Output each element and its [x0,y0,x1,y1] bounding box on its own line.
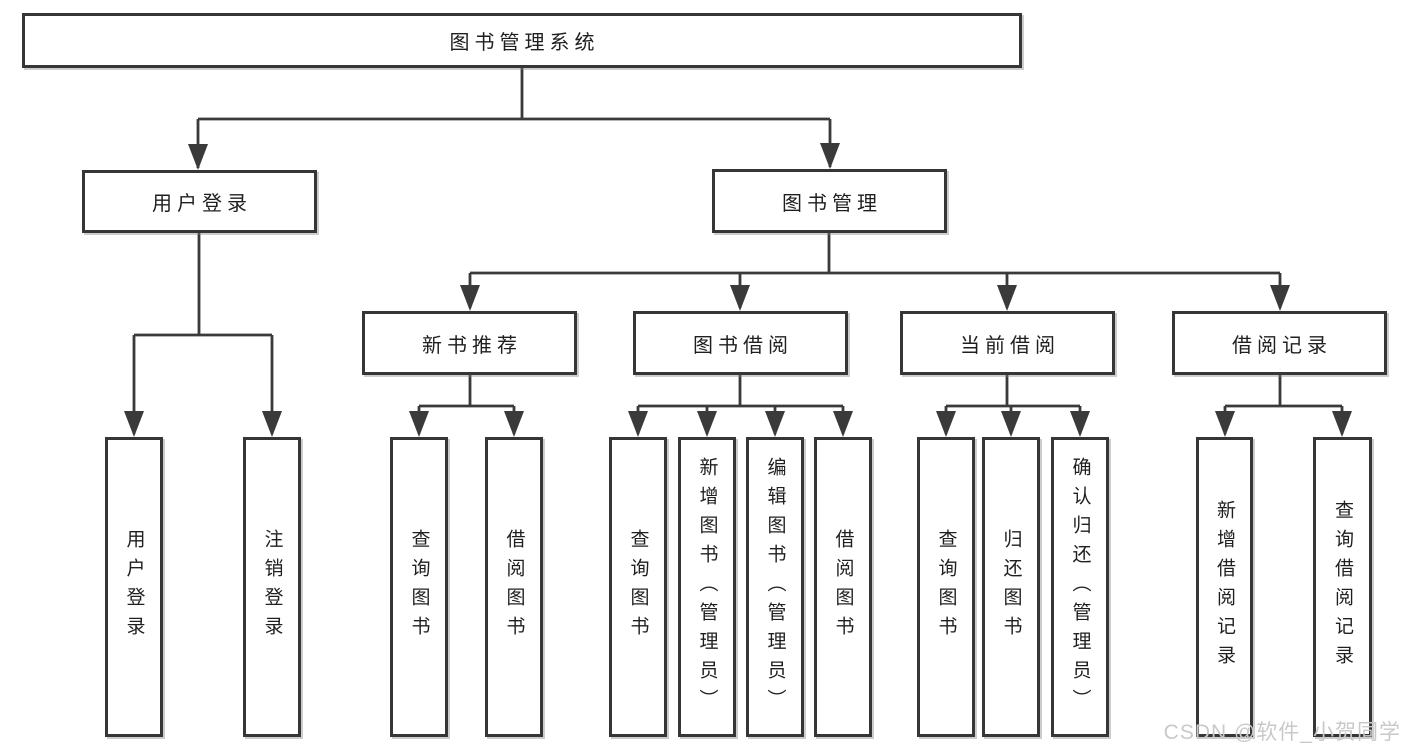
arrow-down-icon [1070,411,1090,437]
arrow-down-icon [628,411,648,437]
arrow-down-icon [409,411,429,437]
connector-borrow-records-group [1223,375,1344,434]
arrow-down-icon [188,144,208,170]
arrow-down-icon [1001,411,1021,437]
node-borrowing-records: 借阅记录 [1172,311,1387,375]
connector-lines [132,68,1344,434]
leaf-edit-book-admin: 编辑图书（管理员） [746,437,804,737]
connector-root-to-level2 [196,68,832,168]
leaf-add-borrow-record: 新增借阅记录 [1196,437,1253,737]
arrow-down-icon [1270,285,1290,311]
arrow-down-icon [504,411,524,437]
leaf-query-books-current: 查询图书 [917,437,975,737]
leaf-add-book-admin: 新增图书（管理员） [678,437,736,737]
arrow-down-icon [1332,411,1352,437]
arrow-down-icon [997,285,1017,311]
arrow-down-icon [460,285,480,311]
leaf-query-books-borrowing: 查询图书 [609,437,667,737]
leaf-confirm-return-admin: 确认归还（管理员） [1051,437,1109,737]
connector-book-borrow-group [636,375,845,434]
arrow-down-icon [697,411,717,437]
leaf-return-book: 归还图书 [982,437,1040,737]
connector-new-book-group [417,375,516,434]
leaf-borrow-books-borrowing: 借阅图书 [814,437,872,737]
node-user-login: 用户登录 [82,170,317,233]
arrow-down-icon [833,411,853,437]
leaf-borrow-books-recommend: 借阅图书 [485,437,543,737]
node-library-management-system: 图书管理系统 [22,13,1022,68]
connector-user-login-group [132,233,274,434]
leaf-logout: 注销登录 [243,437,301,737]
node-book-borrowing: 图书借阅 [633,311,848,375]
arrow-down-icon [262,411,282,437]
arrow-down-icon [765,411,785,437]
connector-book-management-to-level3 [468,233,1282,308]
node-book-management: 图书管理 [712,169,947,233]
arrow-down-icon [936,411,956,437]
arrow-down-icon [1215,411,1235,437]
arrowhead-icons [124,143,1352,437]
node-new-book-recommendation: 新书推荐 [362,311,577,375]
arrow-down-icon [124,411,144,437]
watermark: CSDN @软件_小贺同学 [1163,721,1401,744]
node-current-borrowing: 当前借阅 [900,311,1115,375]
leaf-user-login: 用户登录 [105,437,163,737]
arrow-down-icon [730,285,750,311]
arrow-down-icon [820,143,840,169]
leaf-query-borrow-record: 查询借阅记录 [1313,437,1372,737]
leaf-query-books-recommend: 查询图书 [390,437,448,737]
